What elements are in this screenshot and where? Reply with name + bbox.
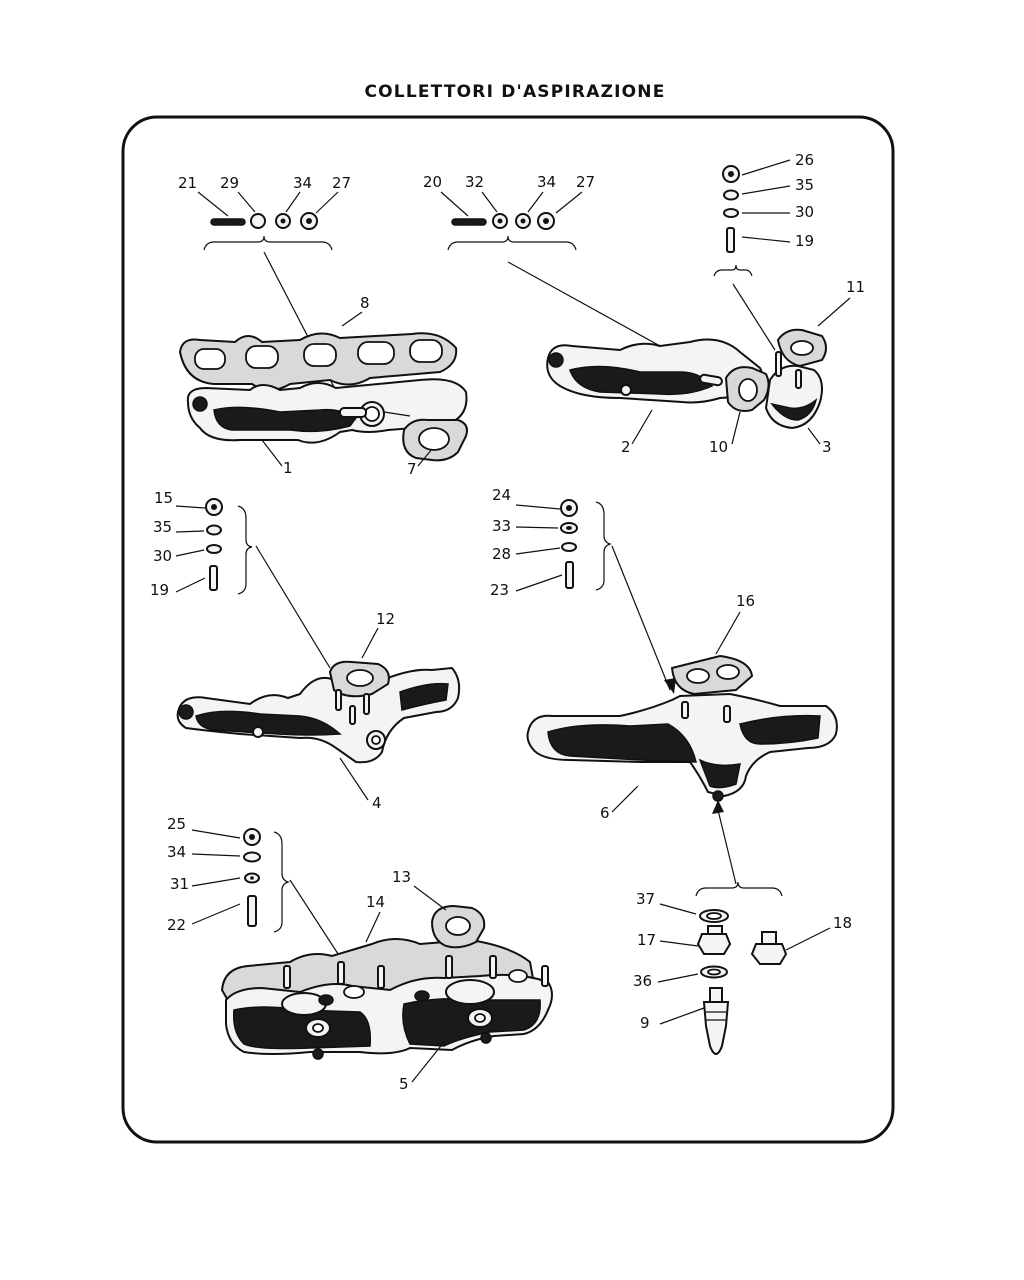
label-13: 13	[392, 868, 411, 886]
label-15: 15	[154, 489, 173, 507]
label-2: 2	[621, 438, 631, 456]
hardware-group-e: 24 33 28 23	[490, 486, 676, 694]
label-1: 1	[283, 459, 293, 477]
manifold-5: 13 14 5	[220, 868, 553, 1093]
label-6: 6	[600, 804, 610, 822]
manifold-1: 8 1 7	[178, 294, 468, 478]
label-16: 16	[736, 592, 755, 610]
label-35: 35	[795, 176, 814, 194]
label-21: 21	[178, 174, 197, 192]
label-27: 27	[332, 174, 351, 192]
label-34f: 34	[167, 843, 186, 861]
page-title: COLLETTORI D'ASPIRAZIONE	[364, 82, 666, 102]
manifold-2: 11 2 10 3	[546, 278, 865, 456]
manifold-4: 12 4	[176, 610, 461, 812]
label-12: 12	[376, 610, 395, 628]
label-34: 34	[293, 174, 312, 192]
label-14: 14	[366, 893, 385, 911]
label-32: 32	[465, 173, 484, 191]
label-28: 28	[492, 545, 511, 563]
label-24: 24	[492, 486, 511, 504]
label-31: 31	[170, 875, 189, 893]
label-9: 9	[640, 1014, 650, 1032]
label-3: 3	[822, 438, 832, 456]
label-37: 37	[636, 890, 655, 908]
diagram-frame	[121, 115, 895, 1144]
label-29: 29	[220, 174, 239, 192]
label-8: 8	[360, 294, 370, 312]
label-18: 18	[833, 914, 852, 932]
label-27b: 27	[576, 173, 595, 191]
label-30: 30	[795, 203, 814, 221]
label-10: 10	[709, 438, 728, 456]
hardware-group-d: 15 35 30 19	[150, 489, 331, 669]
label-17: 17	[637, 931, 656, 949]
hardware-group-b: 20 32 34 27	[423, 173, 719, 379]
label-23: 23	[490, 581, 509, 599]
manifold-6: 16 6	[526, 592, 838, 885]
label-35d: 35	[153, 518, 172, 536]
label-22: 22	[167, 916, 186, 934]
label-36: 36	[633, 972, 652, 990]
hardware-group-f: 25 34 31 22	[167, 815, 343, 961]
label-5: 5	[399, 1075, 409, 1093]
label-33: 33	[492, 517, 511, 535]
label-26: 26	[795, 151, 814, 169]
label-19: 19	[795, 232, 814, 250]
label-20: 20	[423, 173, 442, 191]
label-19d: 19	[150, 581, 169, 599]
label-25: 25	[167, 815, 186, 833]
label-30d: 30	[153, 547, 172, 565]
hardware-group-a: 21 29 34 27	[178, 174, 351, 419]
hardware-group-c: 26 35 30 19	[713, 151, 814, 351]
label-34b: 34	[537, 173, 556, 191]
label-7: 7	[407, 460, 417, 478]
label-4: 4	[372, 794, 382, 812]
label-11: 11	[846, 278, 865, 296]
hardware-group-g: 37 17 36 9 18	[633, 881, 852, 1055]
